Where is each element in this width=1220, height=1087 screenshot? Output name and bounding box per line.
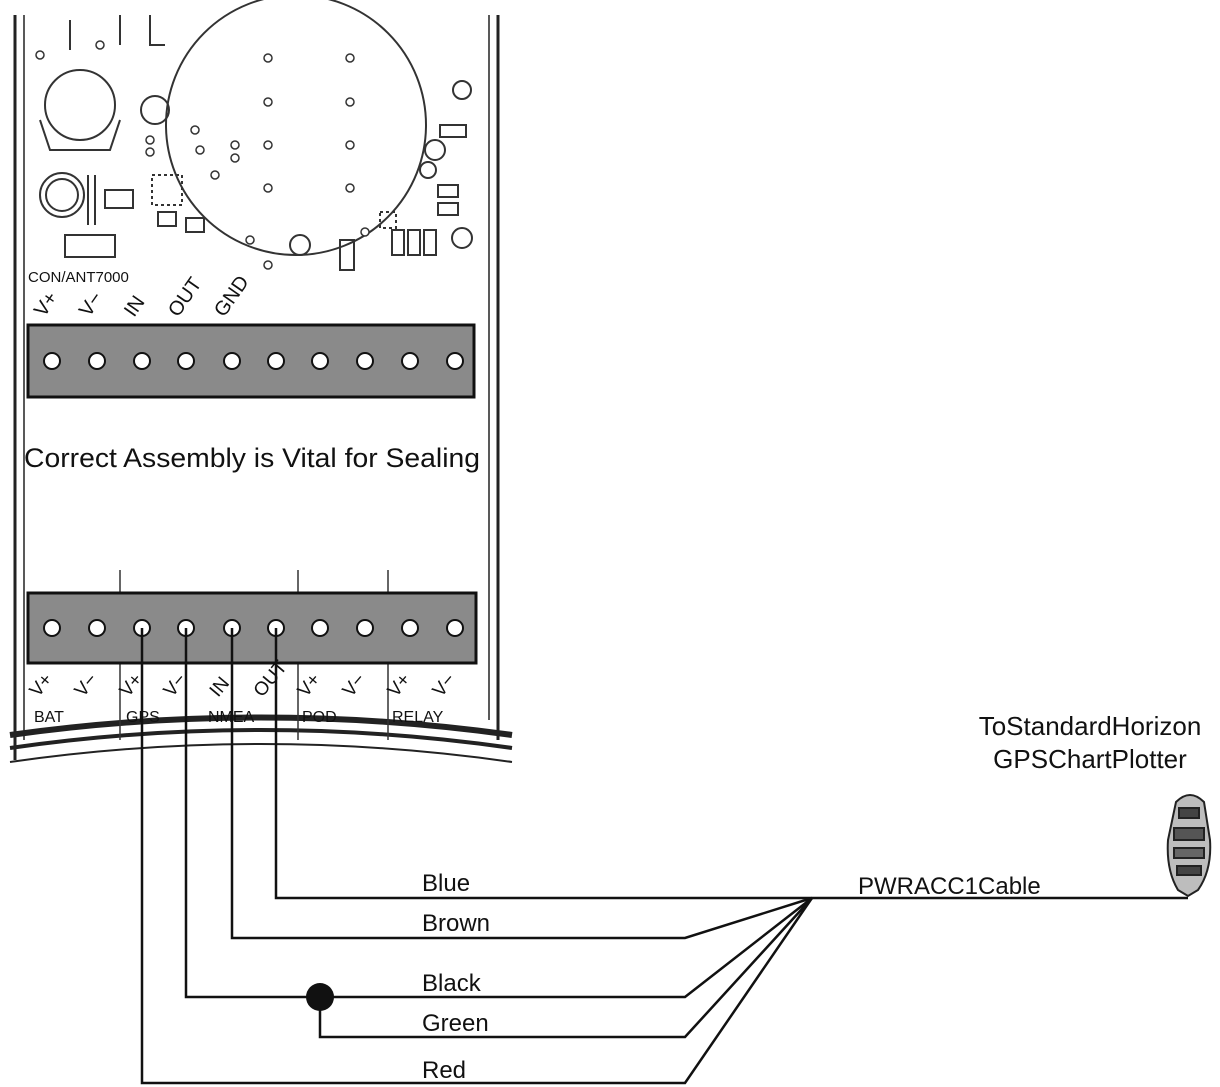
bottom-terminal-hole (356, 619, 374, 637)
wire-label-blue: Blue (422, 870, 470, 897)
terminal-group-label: BAT (34, 709, 64, 726)
wire-label-black: Black (422, 970, 482, 997)
top-terminal-hole (356, 352, 374, 370)
top-terminal-label: IN (120, 292, 149, 321)
bottom-terminal-hole (401, 619, 419, 637)
bottom-terminal-hole (43, 619, 61, 637)
top-terminal-label: V− (75, 288, 107, 321)
sealing-notice: Correct Assembly is Vital for Sealing (24, 443, 480, 473)
board-model-label: CON/ANT7000 (28, 269, 129, 286)
terminal-group-label: RELAY (392, 709, 444, 726)
splice-junction (306, 983, 334, 1011)
wire-brown (230, 628, 813, 940)
top-terminal-hole (133, 352, 151, 370)
bottom-terminal-hole (88, 619, 106, 637)
destination-line-1: ToStandardHorizon (979, 711, 1202, 741)
terminal-group-label: POD (302, 709, 337, 726)
top-terminal-hole (177, 352, 195, 370)
bottom-terminal-label: V− (339, 669, 370, 701)
top-terminal-hole (88, 352, 106, 370)
bottom-terminal-block (26, 570, 478, 740)
top-terminal-hole (311, 352, 329, 370)
board-pads (35, 40, 370, 270)
wires (140, 628, 1188, 1085)
top-terminal-hole (43, 352, 61, 370)
bottom-terminal-label: V+ (26, 669, 57, 701)
top-terminal-hole (446, 352, 464, 370)
top-terminal-label: GND (210, 272, 254, 321)
top-terminal-block (26, 323, 476, 399)
top-terminal-hole (223, 352, 241, 370)
destination-line-2: GPSChartPlotter (993, 744, 1187, 774)
wire-label-green: Green (422, 1010, 489, 1037)
wire-black (184, 628, 813, 999)
antenna-enclosure (9, 15, 513, 763)
wire-label-red: Red (422, 1057, 466, 1084)
bottom-terminal-hole (311, 619, 329, 637)
top-terminal-hole (401, 352, 419, 370)
board-components (39, 0, 473, 271)
top-terminal-label: V+ (30, 288, 62, 321)
wire-labels: Blue Brown Black Green Red (422, 870, 490, 1084)
bottom-terminal-label: V− (71, 669, 102, 701)
wire-red (140, 628, 814, 1085)
top-terminal-label: OUT (164, 274, 206, 321)
wire-green (318, 897, 813, 1039)
wire-label-brown: Brown (422, 910, 490, 937)
bottom-terminal-hole (446, 619, 464, 637)
bottom-terminal-label: IN (206, 673, 234, 701)
cable-label: PWRACC1Cable (858, 873, 1041, 900)
chartplotter-connector-icon (1166, 794, 1212, 898)
top-terminal-hole (267, 352, 285, 370)
wire-blue (274, 628, 812, 900)
bottom-terminal-label: V− (429, 669, 460, 701)
